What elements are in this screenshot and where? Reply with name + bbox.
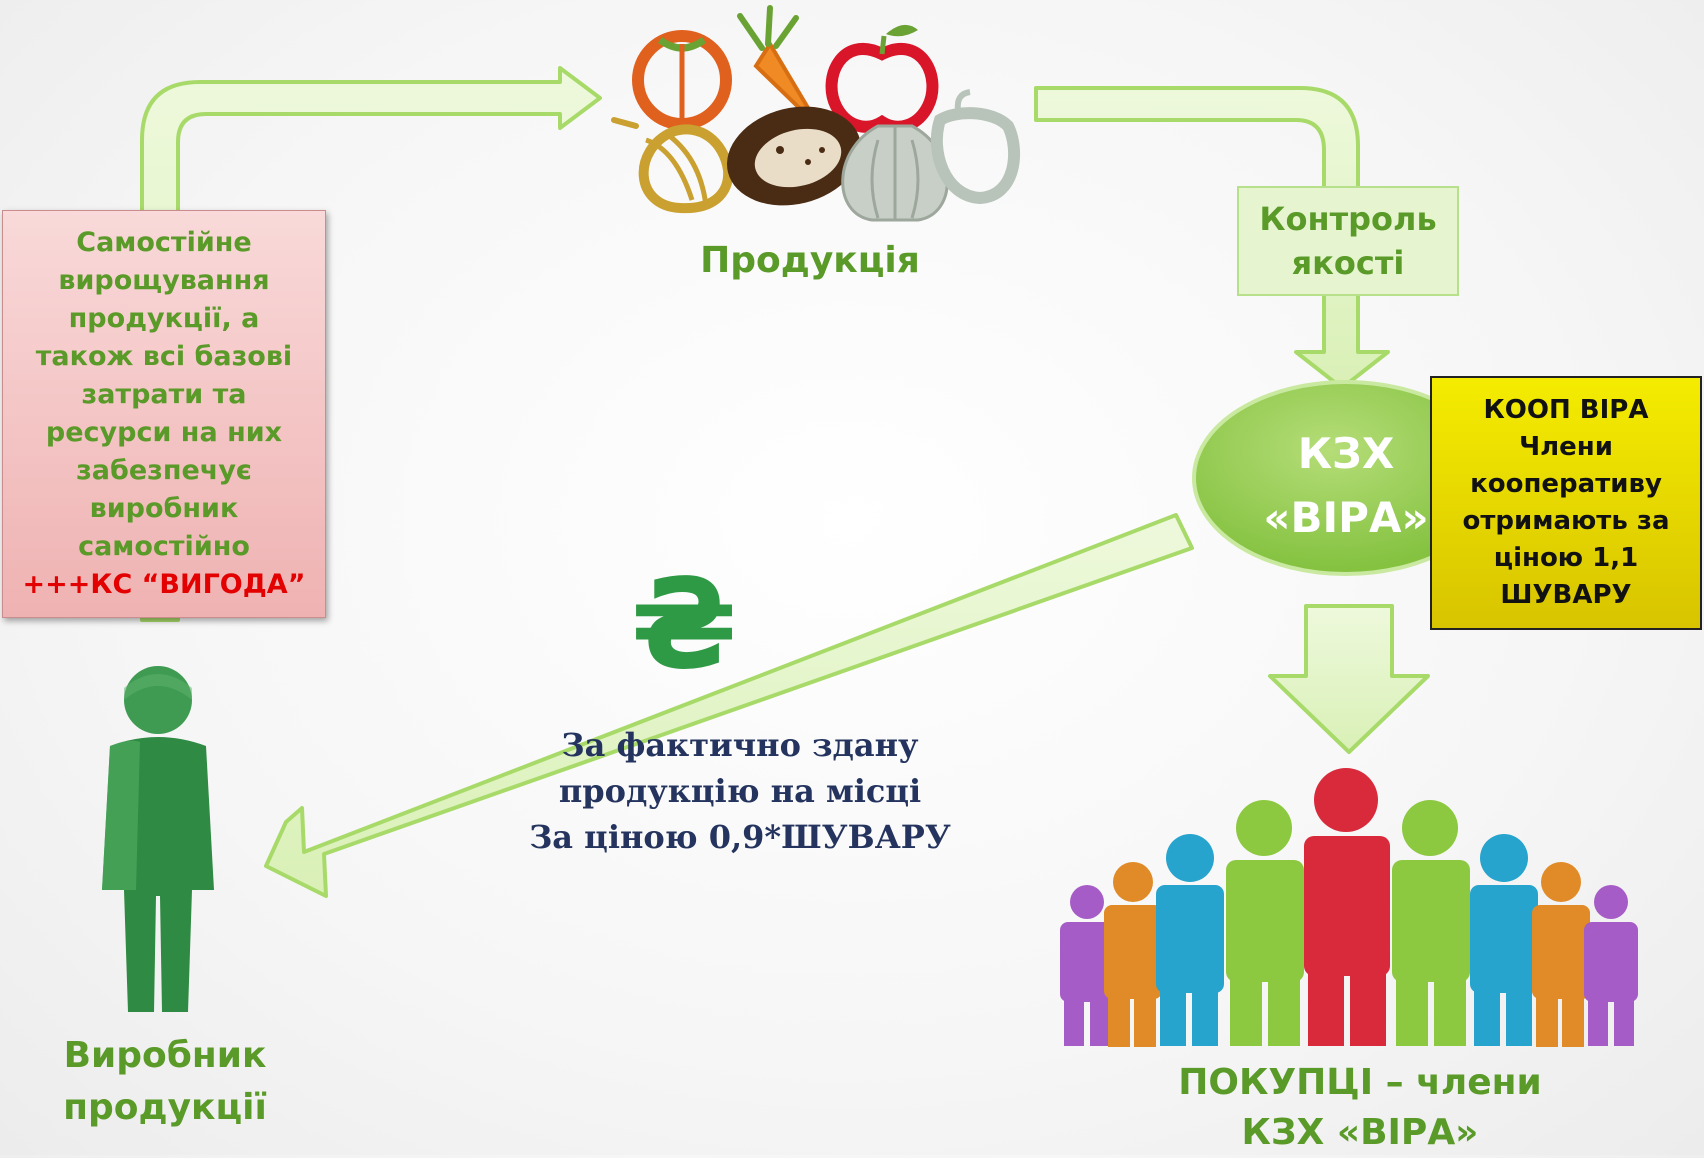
coop-box-line: кооперативу bbox=[1470, 469, 1662, 499]
arrow-kzh-to-buyers bbox=[1268, 604, 1430, 754]
producer-box-line: самостійно bbox=[78, 531, 250, 562]
producer-label: Виробник продукції bbox=[20, 1030, 310, 1134]
arrow-payment-to-producer bbox=[264, 513, 1194, 898]
kzh-label-line: «ВІРА» bbox=[1263, 493, 1429, 542]
apple-icon bbox=[825, 24, 939, 133]
produce-illustration bbox=[611, 5, 1020, 222]
producer-label-line: продукції bbox=[63, 1087, 267, 1128]
producer-box-line: забезпечує bbox=[76, 455, 252, 486]
potato-icon bbox=[727, 106, 861, 206]
producer-box-line: виробник bbox=[89, 493, 239, 524]
coop-box: КООП ВІРА Члени кооперативу отримають за… bbox=[1430, 376, 1702, 630]
producer-box-line: затрати та bbox=[81, 379, 247, 410]
price-note-line: За ціною 0,9*ШУВАРУ bbox=[529, 818, 951, 856]
price-note-line: продукцію на місці bbox=[558, 772, 922, 810]
price-note: За фактично здану продукцію на місці За … bbox=[470, 722, 1010, 860]
producer-box-line: Самостійне bbox=[76, 227, 252, 258]
quality-control-line: Контроль bbox=[1259, 200, 1437, 238]
buyers-label: ПОКУПЦІ – члени КЗХ «ВІРА» bbox=[1150, 1058, 1570, 1158]
kzh-label-line: КЗХ bbox=[1297, 429, 1395, 478]
garlic-icon bbox=[841, 124, 949, 222]
product-label: Продукція bbox=[700, 240, 920, 281]
arrow-product-to-kzh bbox=[1034, 86, 1390, 390]
coop-box-line: ШУВАРУ bbox=[1500, 580, 1632, 610]
arrow-producer-to-product bbox=[140, 66, 602, 622]
quality-control-line: якості bbox=[1291, 244, 1405, 282]
price-note-line: За фактично здану bbox=[561, 726, 919, 764]
onion-icon bbox=[611, 117, 734, 214]
buyers-crowd-icon bbox=[1060, 768, 1638, 1047]
buyers-label-line: КЗХ «ВІРА» bbox=[1241, 1112, 1479, 1153]
kzh-label: КЗХ «ВІРА» bbox=[1236, 422, 1456, 550]
producer-box-line: ресурси на них bbox=[45, 417, 283, 448]
producer-box-line: продукції, а bbox=[68, 303, 260, 334]
producer-box-highlight: +++КС “ВИГОДА” bbox=[22, 569, 306, 600]
pepper-icon bbox=[930, 89, 1020, 205]
buyers-label-line: ПОКУПЦІ – члени bbox=[1178, 1062, 1542, 1103]
coop-box-line: КООП ВІРА bbox=[1483, 395, 1649, 425]
coop-box-line: Члени bbox=[1519, 432, 1613, 462]
producer-box-line: також всі базові bbox=[35, 341, 293, 372]
coop-box-line: отримають за bbox=[1462, 506, 1670, 536]
quality-control-box: Контроль якості bbox=[1237, 186, 1459, 296]
producer-label-line: Виробник bbox=[63, 1035, 267, 1076]
tomato-icon bbox=[632, 30, 732, 130]
producer-box-line: вирощування bbox=[58, 265, 270, 296]
producer-person-icon bbox=[102, 666, 214, 1012]
producer-box: Самостійне вирощування продукції, а тако… bbox=[2, 210, 326, 618]
hryvnia-icon: ₴ bbox=[630, 553, 738, 697]
coop-box-line: ціною 1,1 bbox=[1493, 543, 1639, 573]
